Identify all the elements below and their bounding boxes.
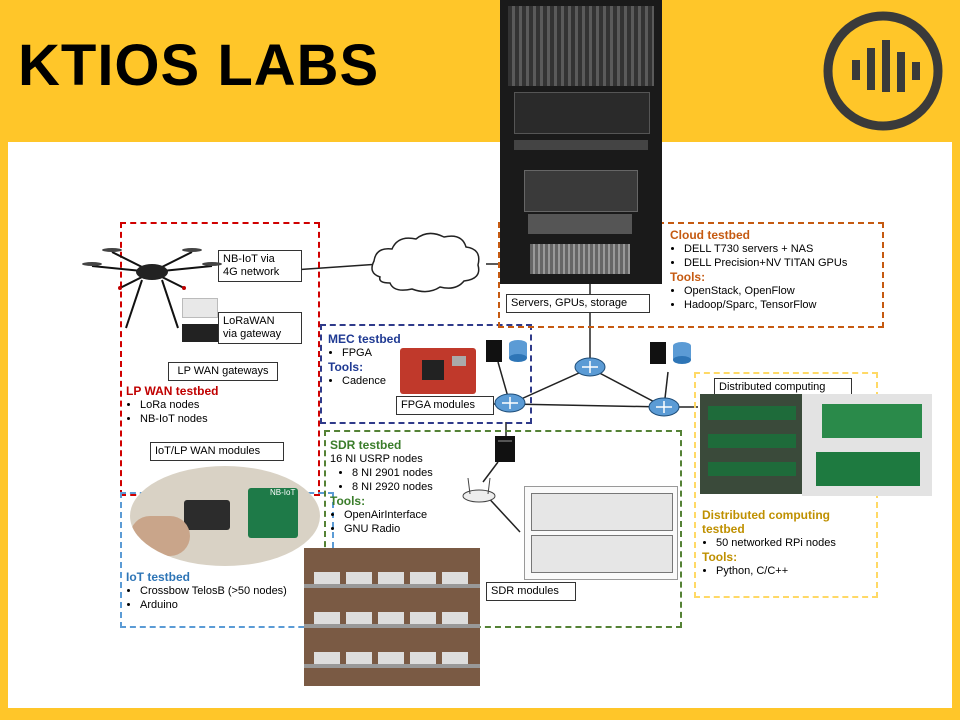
sdr-tools-label: Tools: bbox=[330, 494, 366, 508]
mec-heading: MEC testbed bbox=[328, 332, 401, 346]
antenna-router-icon bbox=[462, 477, 496, 503]
rpi-cluster-image bbox=[700, 394, 804, 494]
dist-tool: Python, C/C++ bbox=[716, 564, 872, 578]
sdr-item: 8 NI 2920 nodes bbox=[352, 480, 433, 494]
iot-item: Arduino bbox=[140, 598, 287, 612]
distributed-box: Distributed computing bbox=[714, 378, 852, 397]
fpga-modules-box: FPGA modules bbox=[396, 396, 494, 415]
iot-item: Crossbow TelosB (>50 nodes) bbox=[140, 584, 287, 598]
dist-tools-label: Tools: bbox=[702, 550, 738, 564]
ktios-logo-icon bbox=[823, 11, 943, 131]
gateway-device-image bbox=[182, 324, 218, 342]
cloud-heading: Cloud testbed bbox=[670, 228, 750, 242]
sdr-tool: GNU Radio bbox=[344, 522, 433, 536]
cloud-tool: Hadoop/Sparc, TensorFlow bbox=[684, 298, 847, 312]
mec-region bbox=[320, 324, 532, 424]
cloud-region bbox=[498, 222, 884, 328]
dist-item: 50 networked RPi nodes bbox=[716, 536, 872, 550]
sdr-tool: OpenAirInterface bbox=[344, 508, 433, 522]
sdr-text: SDR testbed 16 NI USRP nodes 8 NI 2901 n… bbox=[330, 438, 433, 536]
lpwan-item: LoRa nodes bbox=[140, 398, 218, 412]
cloud-item: DELL T730 servers + NAS bbox=[684, 242, 847, 256]
lpwan-item: NB-IoT nodes bbox=[140, 412, 218, 426]
router-icon bbox=[574, 357, 606, 377]
server-storage-icon bbox=[486, 340, 527, 362]
gateway-device-image bbox=[182, 298, 218, 318]
sdr-modules-box: SDR modules bbox=[486, 582, 576, 601]
mec-tools-label: Tools: bbox=[328, 360, 364, 374]
iot-modules-image: NB-IoT bbox=[130, 466, 320, 566]
dist-text: Distributed computing testbed 50 network… bbox=[702, 508, 872, 578]
sdr-shelf-image bbox=[304, 548, 480, 686]
dist-heading: Distributed computing testbed bbox=[702, 508, 830, 536]
nbiot-board-label: NB-IoT bbox=[270, 488, 296, 497]
server-icon bbox=[495, 436, 515, 462]
drone-icon bbox=[82, 248, 222, 329]
mec-text: MEC testbed FPGA Tools: Cadence bbox=[328, 332, 401, 388]
servers-box: Servers, GPUs, storage bbox=[506, 294, 650, 313]
rpi-boards-image bbox=[802, 394, 932, 496]
cloud-tools-label: Tools: bbox=[670, 270, 706, 284]
sdr-region bbox=[324, 430, 682, 628]
server-rack-image bbox=[500, 0, 662, 284]
router-icon bbox=[648, 397, 680, 417]
sdr-modules-image bbox=[524, 486, 678, 580]
iot-modules-box: IoT/LP WAN modules bbox=[150, 442, 284, 461]
diagram-panel: NB-IoT via 4G network LoRaWAN via gatewa… bbox=[8, 142, 952, 708]
sdr-item: 8 NI 2901 nodes bbox=[352, 466, 433, 480]
server-storage-icon bbox=[650, 342, 691, 364]
sdr-heading: SDR testbed bbox=[330, 438, 402, 452]
sdr-line1: 16 NI USRP nodes bbox=[330, 453, 423, 465]
cloud-icon bbox=[371, 232, 480, 293]
mec-tool: Cadence bbox=[342, 374, 401, 388]
lpwan-text: LP WAN testbed LoRa nodesNB-IoT nodes bbox=[126, 384, 218, 426]
lp-gateways-box: LP WAN gateways bbox=[168, 362, 278, 381]
cloud-item: DELL Precision+NV TITAN GPUs bbox=[684, 256, 847, 270]
lpwan-heading: LP WAN testbed bbox=[126, 384, 219, 398]
nbiot-box: NB-IoT via 4G network bbox=[218, 250, 302, 282]
cloud-text: Cloud testbed DELL T730 servers + NASDEL… bbox=[670, 228, 847, 312]
cloud-tool: OpenStack, OpenFlow bbox=[684, 284, 847, 298]
iot-heading: IoT testbed bbox=[126, 570, 191, 584]
fpga-board-image bbox=[400, 348, 476, 394]
mec-item: FPGA bbox=[342, 346, 401, 360]
lorawan-box: LoRaWAN via gateway bbox=[218, 312, 302, 344]
page-title: KTIOS LABS bbox=[18, 33, 380, 98]
router-icon bbox=[494, 393, 526, 413]
iot-text: IoT testbed Crossbow TelosB (>50 nodes)A… bbox=[126, 570, 287, 612]
